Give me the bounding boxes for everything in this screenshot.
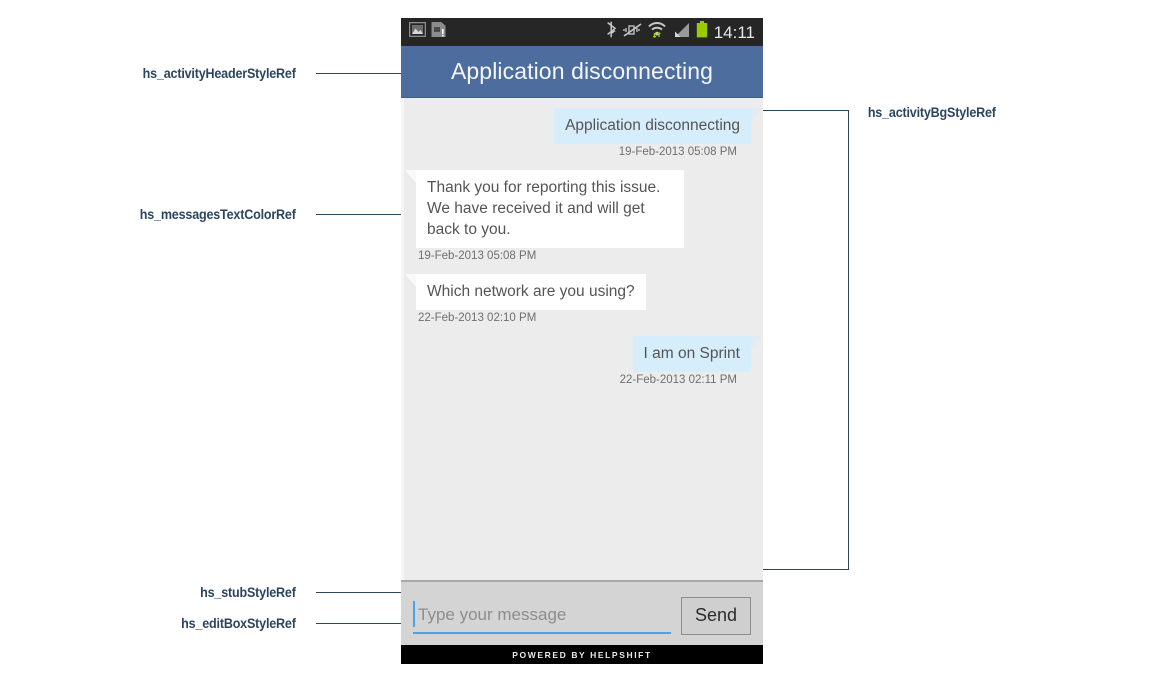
android-status-bar: 14:11: [401, 18, 763, 46]
annotation-bracket-activity-bg: [763, 110, 849, 570]
composer-edit-box-area: Send: [401, 587, 763, 645]
message-bubble-outgoing[interactable]: Application disconnecting: [554, 108, 762, 144]
android-device-mockup: 14:11 Application disconnecting Applicat…: [401, 18, 763, 664]
message-input-wrapper[interactable]: [413, 598, 671, 634]
wifi-data-icon: [647, 21, 666, 43]
battery-full-icon: [696, 21, 708, 43]
annotation-label-edit-box-style: hs_editBoxStyleRef: [181, 616, 296, 631]
annotation-label-stub-style: hs_stubStyleRef: [200, 585, 296, 600]
message-timestamp: 19-Feb-2013 05:08 PM: [618, 146, 737, 158]
send-button[interactable]: Send: [680, 597, 751, 635]
annotation-leader-line: [316, 623, 401, 624]
message-timestamp: 22-Feb-2013 02:10 PM: [418, 312, 537, 324]
status-bar-notification-icons: [401, 21, 447, 42]
vibrate-mute-icon: [622, 22, 642, 43]
message-bubble-outgoing[interactable]: I am on Sprint: [632, 336, 762, 372]
message-row: Thank you for reporting this issue. We h…: [405, 170, 751, 262]
activity-header: Application disconnecting: [401, 46, 763, 98]
message-timestamp: 19-Feb-2013 05:08 PM: [418, 250, 537, 262]
text-caret: [413, 601, 415, 627]
message-input[interactable]: [413, 604, 671, 626]
annotation-leader-line: [316, 214, 401, 215]
activity-header-title: Application disconnecting: [450, 58, 714, 84]
powered-by-label: POWERED BY HELPSHIFT: [512, 649, 652, 660]
message-row: Application disconnecting 19-Feb-2013 05…: [416, 108, 762, 158]
message-row: I am on Sprint 22-Feb-2013 02:11 PM: [416, 336, 762, 386]
annotation-leader-line: [316, 73, 401, 74]
sim-card-alert-icon: [430, 22, 447, 42]
annotation-label-activity-bg: hs_activityBgStyleRef: [867, 105, 996, 120]
conversation-message-list[interactable]: Application disconnecting 19-Feb-2013 05…: [401, 98, 763, 580]
message-bubble-incoming[interactable]: Which network are you using?: [405, 274, 646, 310]
annotation-label-activity-header: hs_activityHeaderStyleRef: [142, 66, 296, 81]
message-row: Which network are you using? 22-Feb-2013…: [405, 274, 751, 324]
cellular-signal-icon: [672, 22, 690, 43]
annotation-label-messages-text-color: hs_messagesTextColorRef: [139, 207, 296, 222]
message-bubble-incoming[interactable]: Thank you for reporting this issue. We h…: [405, 170, 684, 248]
message-timestamp: 22-Feb-2013 02:11 PM: [619, 374, 737, 386]
status-bar-system-icons: 14:11: [606, 21, 763, 43]
composer-stub-divider: [401, 580, 763, 587]
powered-by-footer: POWERED BY HELPSHIFT: [401, 645, 763, 664]
bluetooth-icon: [606, 21, 617, 43]
gallery-image-icon: [408, 21, 427, 42]
annotation-leader-line: [316, 592, 401, 593]
status-bar-clock: 14:11: [713, 22, 755, 42]
